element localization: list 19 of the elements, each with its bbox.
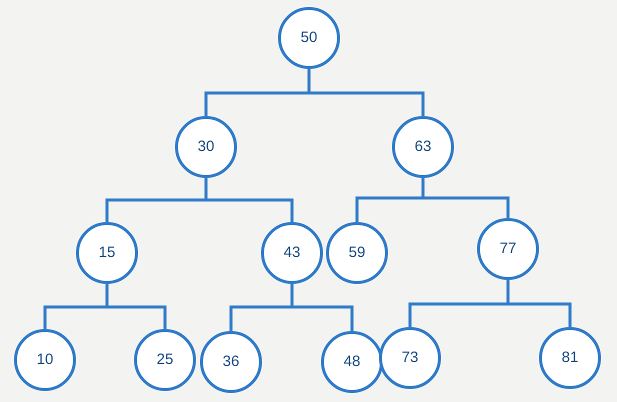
connector-line xyxy=(106,284,166,329)
connector-line xyxy=(422,178,510,218)
node-value: 30 xyxy=(198,136,214,157)
node-value: 36 xyxy=(222,352,240,372)
node-value: 25 xyxy=(156,350,174,370)
node-value: 48 xyxy=(344,352,360,372)
node-value: 81 xyxy=(562,348,578,368)
node-value: 50 xyxy=(300,28,318,48)
node-value: 43 xyxy=(284,242,300,263)
connector-line xyxy=(308,69,424,116)
connector-line xyxy=(204,178,294,222)
connector-line xyxy=(290,284,354,331)
node-value: 10 xyxy=(36,350,54,370)
node-value: 15 xyxy=(98,242,116,263)
node-value: 77 xyxy=(500,238,516,259)
node-value: 63 xyxy=(414,136,432,157)
connector-line xyxy=(506,280,572,327)
node-value: 59 xyxy=(348,242,366,263)
node-value: 73 xyxy=(402,348,418,368)
